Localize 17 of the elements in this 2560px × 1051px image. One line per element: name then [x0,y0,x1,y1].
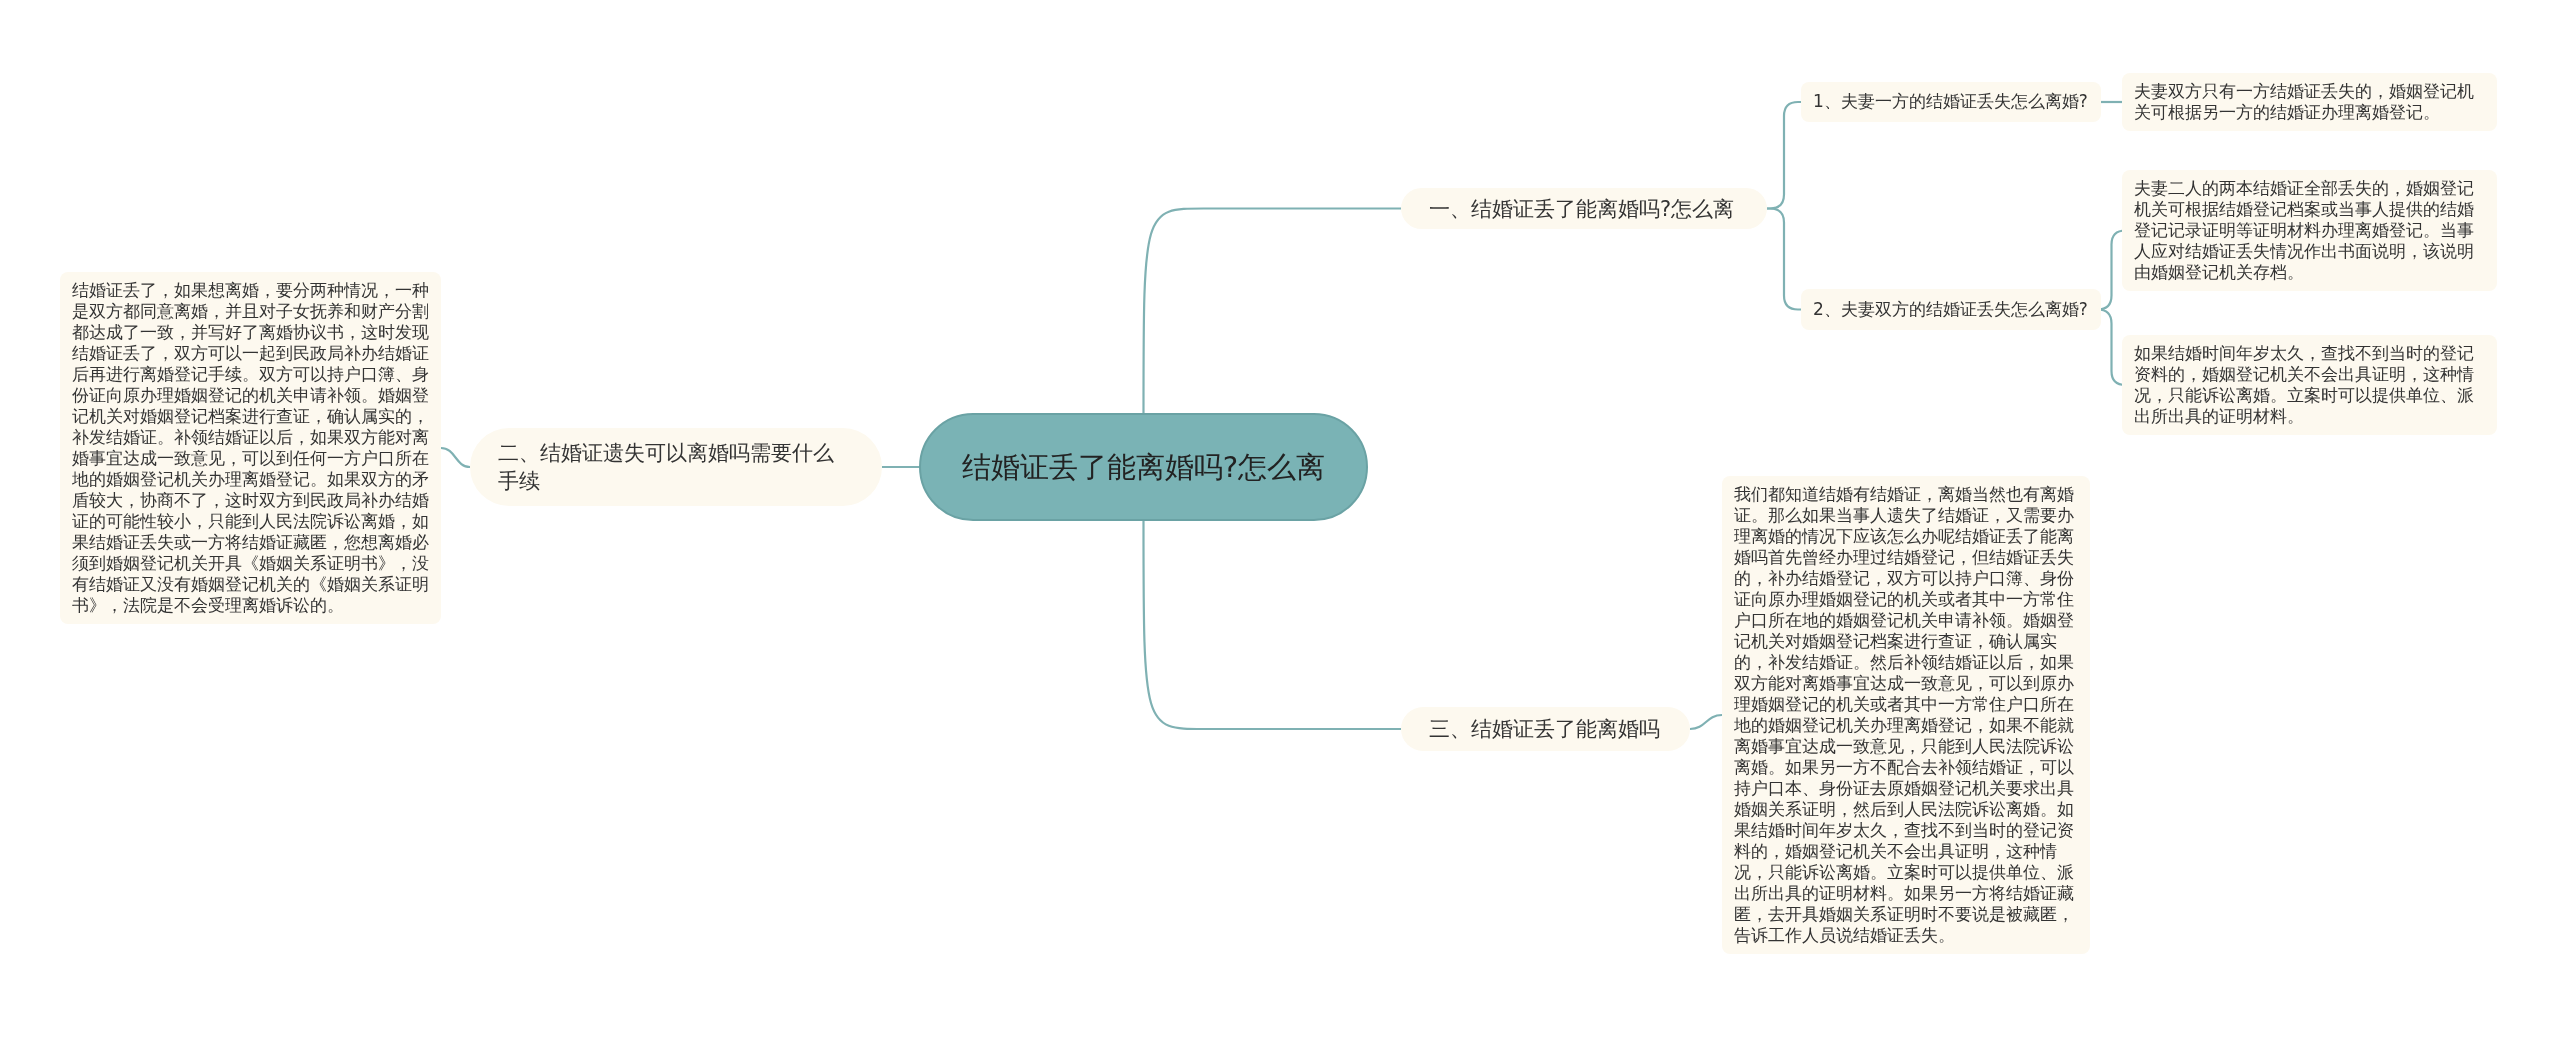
connector-line [882,465,919,469]
central-topic: 结婚证丢了能离婚吗?怎么离 [919,413,1368,521]
connector-line [1142,521,1401,731]
note-card: 如果结婚时间年岁太久，查找不到当时的登记资料的，婚姻登记机关不会出具证明，这种情况，只能诉讼离婚。立案时可以提供单位、派出所出具的证明材料。 [2122,335,2497,435]
note-card: 夫妻二人的两本结婚证全部丢失的，婚姻登记机关可根据结婚登记档案或当事人提供的结婚登记记录证明等证明材料办理离婚登记。当事人应对结婚证丢失情况作出书面说明，该说明由婚姻登记机关存档。 [2122,170,2497,291]
connector-line [440,446,471,469]
connector-line [1689,713,1723,731]
connector-line [1142,207,1401,413]
note-card: 我们都知道结婚有结婚证，离婚当然也有离婚证。那么如果当事人遗失了结婚证，又需要办理离婚的情况下应该怎么办呢结婚证丢了能离婚吗首先曾经办理过结婚登记，但结婚证丢失的，补办结婚登记，双方可以持户口簿、身份证向原办理婚姻登记的机关或者其中一方常住户口所在地的婚姻登记机关申请补领。婚姻登记机关对婚姻登记档案进行查证，确认属实的，补发结婚证。然后补领结婚证以后，如果双方能对离婚事宜达成一致意见，可以到原办理婚姻登记的机关或者其中一方常住户口所在地的婚姻登记机关办理离婚登记，如果不能就离婚事宜达成一致意见，只能到人民法院诉讼离婚。如果另一方不配合去补领结婚证，可以持户口本、身份证去原婚姻登记机关要求出具婚姻关系证明，然后到人民法院诉讼离婚。如果结婚时间年岁太久，查找不到当时的登记资料的，婚姻登记机关不会出具证明，这种情况，只能诉讼离婚。立案时可以提供单位、派出所出具的证明材料。如果另一方将结婚证藏匿，去开具婚姻关系证明时不要说是被藏匿，告诉工作人员说结婚证丢失。 [1722,476,2090,954]
note-card: 夫妻双方只有一方结婚证丢失的，婚姻登记机关可根据另一方的结婚证办理离婚登记。 [2122,73,2497,131]
topic-node: 二、结婚证遗失可以离婚吗需要什么手续 [470,428,882,506]
topic-node: 三、结婚证丢了能离婚吗 [1401,707,1690,751]
subtopic-node: 1、夫妻一方的结婚证丢失怎么离婚? [1801,82,2101,122]
subtopic-node: 2、夫妻双方的结婚证丢失怎么离婚? [1801,289,2101,330]
topic-node: 一、结婚证丢了能离婚吗?怎么离 [1401,188,1767,229]
note-card: 结婚证丢了，如果想离婚，要分两种情况，一种是双方都同意离婚，并且对子女抚养和财产分割都达成了一致，并写好了离婚协议书，这时发现结婚证丢了，双方可以一起到民政局补办结婚证后再进行离婚登记手续。双方可以持户口簿、身份证向原办理婚姻登记的机关申请补领。婚姻登记机关对婚姻登记档案进行查证，确认属实的，补发结婚证。补领结婚证以后，如果双方能对离婚事宜达成一致意见，可以到任何一方户口所在地的婚姻登记机关办理离婚登记。如果双方的矛盾较大，协商不了，这时双方到民政局补办结婚证的可能性较小，只能到人民法院诉讼离婚，如果结婚证丢失或一方将结婚证藏匿，您想离婚必须到婚姻登记机关开具《婚姻关系证明书》，没有结婚证又没有婚姻登记机关的《婚姻关系证明书》，法院是不会受理离婚诉讼的。 [60,272,441,624]
connector-line [2101,100,2122,104]
